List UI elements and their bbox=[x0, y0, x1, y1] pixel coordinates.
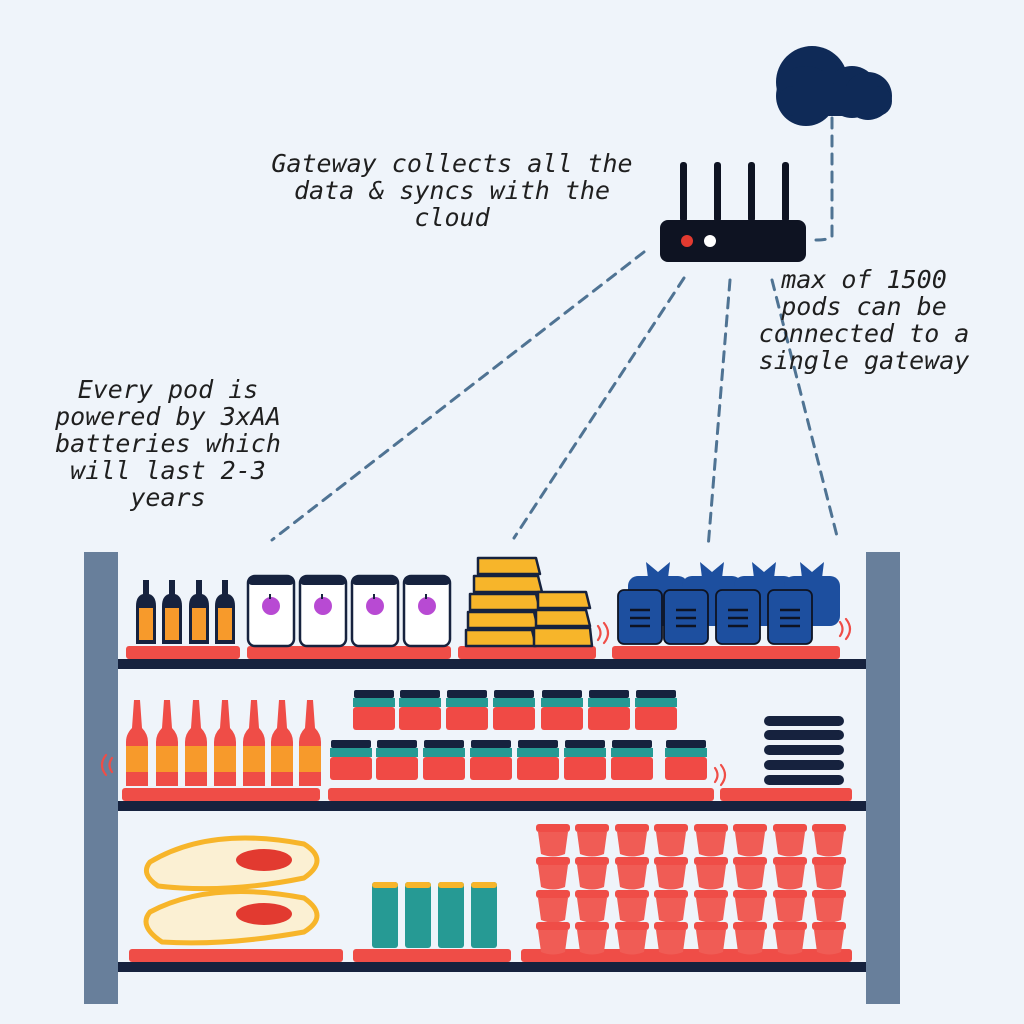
product-jars bbox=[330, 690, 707, 780]
product-blue-pouches bbox=[617, 562, 840, 645]
pod-strips bbox=[122, 646, 852, 962]
product-sauce-bottles bbox=[126, 700, 321, 786]
link-shelf-3 bbox=[706, 278, 732, 550]
product-snack-cups bbox=[536, 824, 846, 955]
gateway-annotation: Gateway collects all the data & syncs wi… bbox=[271, 149, 633, 232]
pod-limit-annotation: max of 1500 pods can be connected to a s… bbox=[758, 265, 970, 375]
link-shelf-2 bbox=[512, 276, 686, 540]
connection-links bbox=[270, 116, 840, 550]
battery-annotation: Every pod is powered by 3xAA batteries w… bbox=[55, 375, 281, 512]
link-shelf-1 bbox=[270, 250, 646, 542]
shelf-frame bbox=[84, 552, 900, 1004]
product-cheese-stack bbox=[464, 556, 594, 648]
product-snack-bags bbox=[143, 835, 320, 946]
gateway-router-icon bbox=[660, 162, 806, 262]
product-tins bbox=[372, 882, 497, 948]
link-cloud-gateway bbox=[814, 116, 834, 242]
cloud-icon bbox=[776, 46, 892, 126]
link-shelf-4 bbox=[770, 278, 840, 542]
product-wine-bottles bbox=[136, 580, 235, 644]
product-juice-cartons bbox=[246, 574, 452, 648]
product-stacked-plates bbox=[764, 716, 844, 785]
